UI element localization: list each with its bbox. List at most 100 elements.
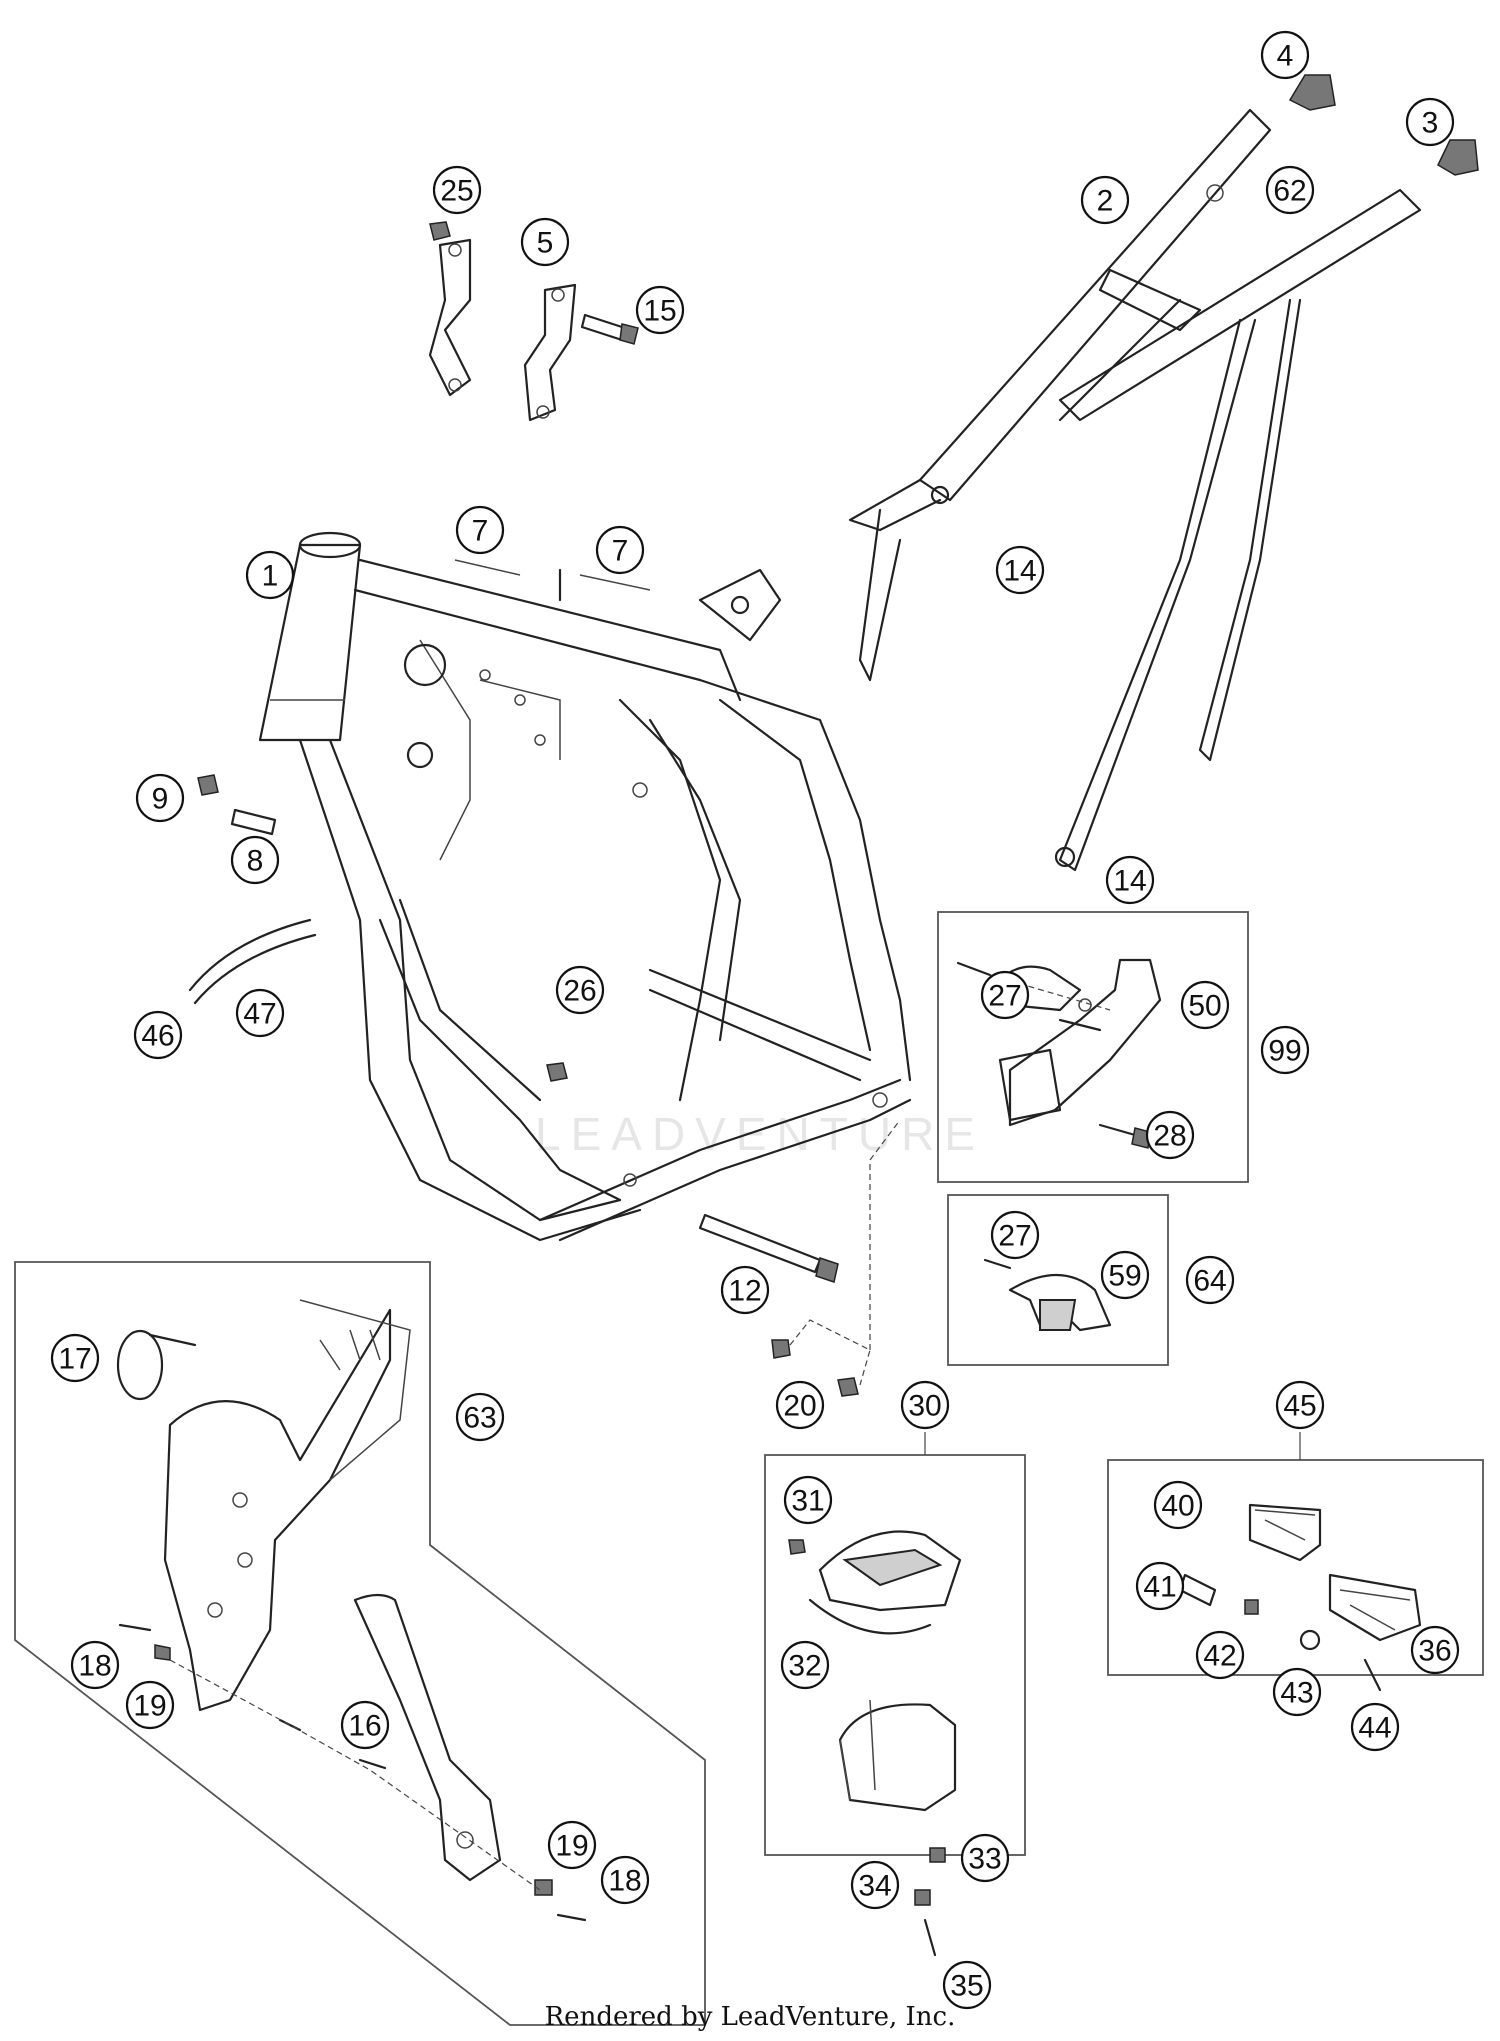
callout-circle [125,1680,175,1730]
callout-number: 35 [950,1970,983,2003]
callout-circle [520,217,570,267]
callout-circle [555,965,605,1015]
callout-5: 5 [520,217,570,267]
callout-number: 16 [348,1710,381,1743]
callout-circle [635,285,685,335]
callout-number: 47 [243,998,276,1031]
callout-17: 17 [50,1333,100,1383]
callout-34: 34 [850,1860,900,1910]
callout-circle [455,1392,505,1442]
side-stand-bracket [983,1258,1112,1332]
callout-62: 62 [1265,165,1315,215]
callout-number: 28 [1153,1120,1186,1153]
callout-number: 14 [1003,555,1036,588]
callout-number: 1 [262,560,279,593]
callout-number: 46 [141,1020,174,1053]
callout-circle [455,505,505,555]
callout-26: 26 [555,965,605,1015]
subframe-bushings [1206,74,1479,202]
callout-circle [230,835,280,885]
callout-47: 47 [235,988,285,1038]
callout-circle [1272,1667,1322,1717]
callout-circle [1260,30,1310,80]
callout-number: 40 [1161,1490,1194,1523]
callout-number: 7 [612,535,629,568]
callout-circle [70,1640,120,1690]
callout-33: 33 [960,1833,1010,1883]
callout-number: 34 [858,1870,891,1903]
callout-number: 17 [58,1343,91,1376]
cover-group-box [764,1454,1026,1856]
callout-circle [960,1833,1010,1883]
callout-4: 4 [1260,30,1310,80]
callout-circle [775,1380,825,1430]
callout-28: 28 [1145,1110,1195,1160]
callout-2: 2 [1080,175,1130,225]
callout-circle [1185,1255,1235,1305]
side-stand-group-box [937,911,1249,1183]
callout-59: 59 [1100,1250,1150,1300]
callout-number: 63 [463,1402,496,1435]
callout-number: 12 [728,1275,761,1308]
callout-circle [1260,1025,1310,1075]
callout-number: 18 [608,1865,641,1898]
callout-number: 5 [537,227,554,260]
callout-circle [1195,1630,1245,1680]
footrests [1178,1503,1422,1692]
steering-bolts [197,774,277,836]
callout-number: 18 [78,1650,111,1683]
callout-number: 62 [1273,175,1306,208]
callout-19: 19 [547,1820,597,1870]
callout-number: 14 [1113,865,1146,898]
callout-number: 9 [152,783,169,816]
footer-credit: Rendered by LeadVenture, Inc. [545,2002,956,2032]
callout-circle [340,1700,390,1750]
frame-guard-group-box [14,1261,706,2026]
callout-14: 14 [1105,855,1155,905]
callout-circle [995,545,1045,595]
callout-circle [1100,1250,1150,1300]
callout-circle [135,773,185,823]
callout-number: 64 [1193,1265,1226,1298]
callout-25: 25 [432,165,482,215]
callout-number: 50 [1188,990,1221,1023]
callout-50: 50 [1180,980,1230,1030]
callout-27: 27 [990,1210,1040,1260]
callout-35: 35 [942,1960,992,2010]
callout-number: 7 [472,515,489,548]
callout-63: 63 [455,1392,505,1442]
callout-circle [1145,1110,1195,1160]
callout-number: 8 [247,845,264,878]
callout-number: 44 [1358,1712,1391,1745]
engine-mount-brackets [428,221,639,422]
callout-circle [1135,1561,1185,1611]
callout-18: 18 [70,1640,120,1690]
callout-46: 46 [133,1010,183,1060]
callout-circle [600,1855,650,1905]
callout-number: 3 [1422,107,1439,140]
cover-assembly [788,1530,962,1957]
callout-number: 43 [1280,1677,1313,1710]
frame-bolts [546,1062,901,1397]
callout-41: 41 [1135,1561,1185,1611]
callout-number: 20 [783,1390,816,1423]
callout-circle [1153,1480,1203,1530]
callout-circle [1080,175,1130,225]
callout-7: 7 [455,505,505,555]
callout-number: 41 [1143,1571,1176,1604]
callout-31: 31 [783,1475,833,1525]
callout-number: 25 [440,175,473,208]
callout-20: 20 [775,1380,825,1430]
callout-30: 30 [900,1380,950,1430]
side-stand-bracket-box [947,1194,1169,1366]
callout-7: 7 [595,525,645,575]
callout-32: 32 [780,1640,830,1690]
callout-27: 27 [980,970,1030,1020]
callout-circle [942,1960,992,2010]
callout-16: 16 [340,1700,390,1750]
callout-number: 33 [968,1843,1001,1876]
callout-8: 8 [230,835,280,885]
callout-43: 43 [1272,1667,1322,1717]
